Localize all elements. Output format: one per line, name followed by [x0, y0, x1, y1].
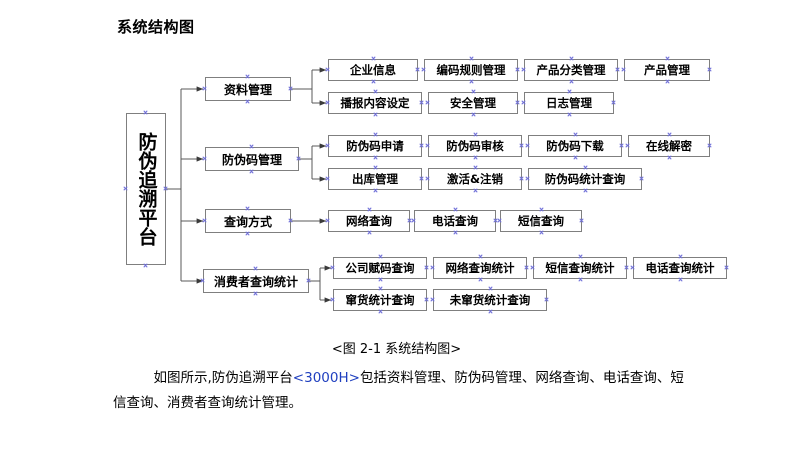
node-rizhiguanli[interactable]: 日志管理 — [524, 92, 614, 114]
node-chanpinfenleiguanli[interactable]: 产品分类管理 — [524, 59, 618, 81]
node-branch-fangweimaguanli[interactable]: 防伪码管理 — [205, 147, 299, 171]
body-paragraph: 如图所示,防伪追溯平台<3000H>包括资料管理、防伪码管理、网络查询、电话查询… — [113, 366, 693, 416]
node-jihuo-zhuxiao[interactable]: 激活&注销 — [428, 168, 522, 190]
node-fangweimashenqing[interactable]: 防伪码申请 — [328, 135, 422, 157]
node-dianhuachaxun[interactable]: 电话查询 — [414, 210, 496, 232]
node-chanpinguanli[interactable]: 产品管理 — [624, 59, 710, 81]
node-anquanguanli[interactable]: 安全管理 — [428, 92, 518, 114]
node-fangweimatongjichaxun[interactable]: 防伪码统计查询 — [528, 168, 642, 190]
node-qiyexinxi[interactable]: 企业信息 — [328, 59, 418, 81]
node-wangluochaxuntongji[interactable]: 网络查询统计 — [433, 257, 527, 279]
node-wangluochaxun[interactable]: 网络查询 — [328, 210, 410, 232]
node-root[interactable]: 防伪追溯平台 — [126, 113, 166, 265]
node-duanxinchaxuntongji[interactable]: 短信查询统计 — [533, 257, 627, 279]
diagram-connectors — [165, 67, 332, 303]
node-fangweimashenhe[interactable]: 防伪码审核 — [428, 135, 522, 157]
node-fangweimaxiazai[interactable]: 防伪码下载 — [528, 135, 622, 157]
node-chukuguanli[interactable]: 出库管理 — [328, 168, 422, 190]
node-cuanhuotongjichaxun[interactable]: 窜货统计查询 — [333, 289, 427, 311]
system-structure-diagram: 防伪追溯平台 资料管理 防伪码管理 查询方式 消费者查询统计 企业信息 编码规则 — [0, 0, 793, 330]
node-dianhuachaxuntongji[interactable]: 电话查询统计 — [633, 257, 727, 279]
node-zaixianjiemi[interactable]: 在线解密 — [628, 135, 710, 157]
paragraph-suffix: 包括资料管理、防伪码管理、网络查询、电话查询、短信查询、消费者查询统计管理。 — [113, 370, 684, 411]
node-duanxinchaxun[interactable]: 短信查询 — [500, 210, 582, 232]
node-branch-xiaofeizhechaxuntongji[interactable]: 消费者查询统计 — [203, 269, 309, 293]
node-weicuanhuotongjichaxun[interactable]: 未窜货统计查询 — [433, 289, 547, 311]
paragraph-prefix: 如图所示,防伪追溯平台 — [113, 370, 293, 386]
paragraph-highlight: <3000H> — [292, 370, 360, 386]
page-title: 系统结构图 — [117, 18, 195, 36]
node-branch-chaxunfangshi[interactable]: 查询方式 — [205, 209, 291, 233]
node-bobaoneirongsheding[interactable]: 播报内容设定 — [328, 92, 422, 114]
node-bianmaguizeguanli[interactable]: 编码规则管理 — [424, 59, 518, 81]
node-gongsifumachaxun[interactable]: 公司赋码查询 — [333, 257, 427, 279]
node-branch-ziliaoguanli[interactable]: 资料管理 — [205, 77, 291, 101]
figure-caption: <图 2-1 系统结构图> — [331, 342, 462, 357]
